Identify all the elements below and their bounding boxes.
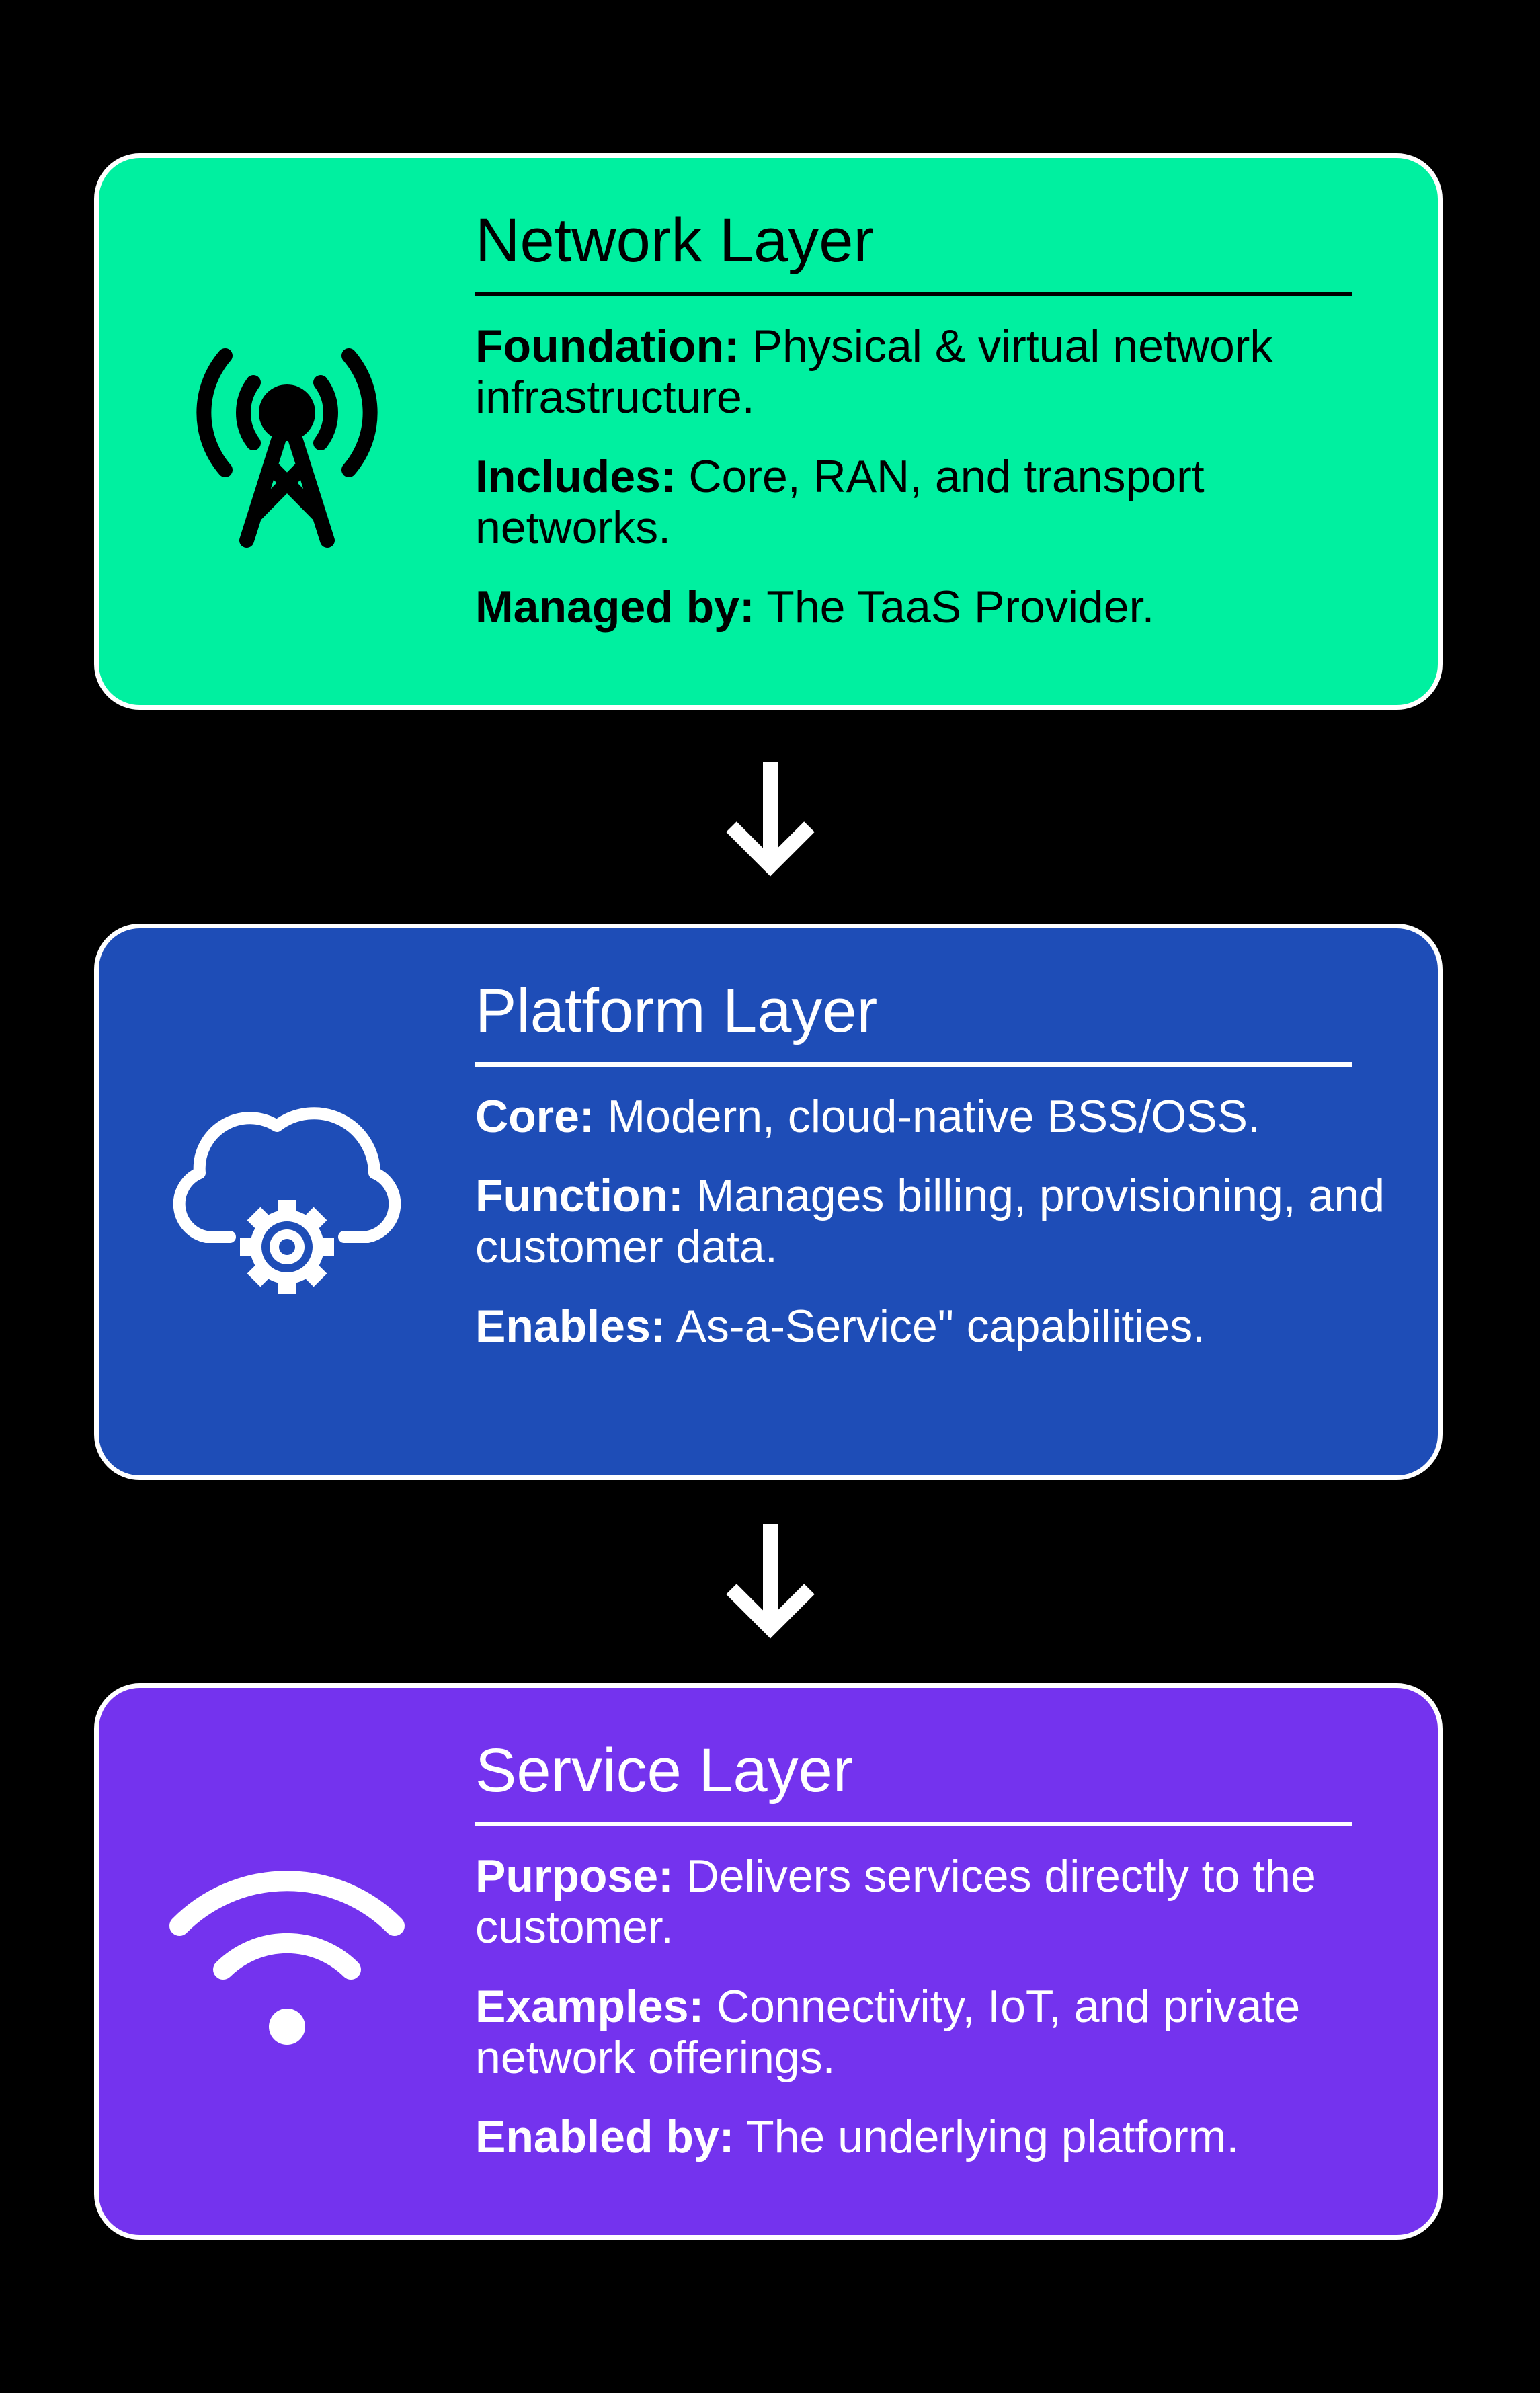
layer-detail: Foundation: Physical & virtual network i…	[475, 321, 1389, 423]
down-arrow-icon	[723, 758, 817, 879]
layer-detail: Includes: Core, RAN, and transport netwo…	[475, 451, 1389, 553]
detail-label: Foundation:	[475, 321, 739, 372]
detail-label: Managed by:	[475, 581, 755, 633]
detail-label: Core:	[475, 1091, 595, 1143]
detail-text: Modern, cloud-native BSS/OSS.	[607, 1091, 1260, 1143]
layer-title: Network Layer	[475, 206, 875, 275]
layer-detail: Function: Manages billing, provisioning,…	[475, 1170, 1389, 1272]
detail-label: Purpose:	[475, 1851, 674, 1902]
title-divider	[475, 292, 1352, 297]
network-layer-card: Network Layer Foundation: Physical & vir…	[94, 153, 1443, 710]
cloud-gear-icon	[159, 1072, 415, 1328]
layer-detail: Enables: As-a-Service" capabilities.	[475, 1301, 1389, 1352]
detail-label: Examples:	[475, 1981, 704, 2033]
cell-tower-icon	[159, 302, 415, 557]
layer-detail: Core: Modern, cloud-native BSS/OSS.	[475, 1091, 1389, 1142]
detail-text: Connectivity, IoT, and private network o…	[475, 1981, 1301, 2084]
service-layer-card: Service Layer Purpose: Delivers services…	[94, 1683, 1443, 2240]
detail-label: Includes:	[475, 451, 676, 503]
detail-label: Enables:	[475, 1301, 666, 1352]
platform-layer-card: Platform Layer Core: Modern, cloud-nativ…	[94, 924, 1443, 1480]
detail-label: Function:	[475, 1170, 684, 1222]
down-arrow-icon	[723, 1520, 817, 1641]
title-divider	[475, 1822, 1352, 1827]
detail-text: Physical & virtual network infrastructur…	[475, 321, 1273, 423]
layer-title: Platform Layer	[475, 977, 878, 1045]
layer-title: Service Layer	[475, 1736, 854, 1805]
detail-text: Manages billing, provisioning, and custo…	[475, 1170, 1385, 1273]
detail-text: As-a-Service" capabilities.	[676, 1301, 1206, 1352]
detail-text: Core, RAN, and transport networks.	[475, 451, 1205, 554]
layer-detail: Enabled by: The underlying platform.	[475, 2111, 1389, 2162]
detail-label: Enabled by:	[475, 2111, 735, 2163]
wifi-icon	[159, 1832, 415, 2087]
layer-detail: Examples: Connectivity, IoT, and private…	[475, 1981, 1389, 2083]
detail-text: The TaaS Provider.	[766, 581, 1155, 633]
detail-text: Delivers services directly to the custom…	[475, 1851, 1316, 1953]
title-divider	[475, 1062, 1352, 1067]
detail-text: The underlying platform.	[746, 2111, 1240, 2163]
layer-detail: Purpose: Delivers services directly to t…	[475, 1851, 1389, 1953]
layer-detail: Managed by: The TaaS Provider.	[475, 581, 1389, 633]
